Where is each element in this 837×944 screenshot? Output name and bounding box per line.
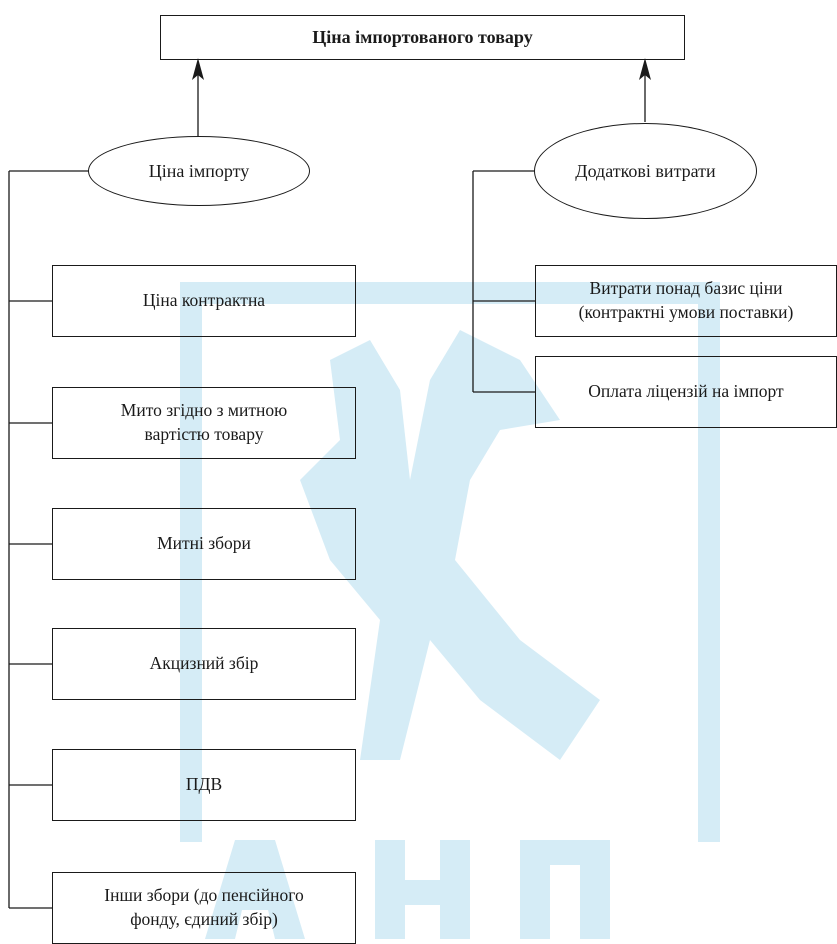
left-item-label: Інши збори (до пенсійного <box>104 885 304 906</box>
arrowhead-right <box>639 58 651 80</box>
watermark-frame-right <box>698 282 720 842</box>
root-label: Ціна імпортованого товару <box>312 27 533 48</box>
left-item-label: Акцизний збір <box>149 653 259 674</box>
right-item-box: Витрати понад базис ціни (контрактні умо… <box>535 265 837 337</box>
left-item-box: Мито згідно з митною вартістю товару <box>52 387 356 459</box>
right-item-label: (контрактні умови поставки) <box>578 302 794 322</box>
watermark-emblem <box>300 330 600 760</box>
left-item-label: ПДВ <box>185 774 223 795</box>
watermark-frame-left <box>180 282 202 842</box>
left-item-box: Митні збори <box>52 508 356 580</box>
root-box: Ціна імпортованого товару <box>160 15 685 60</box>
left-item-label: вартістю товару <box>144 424 264 444</box>
watermark-letters <box>205 840 610 939</box>
left-item-box: ПДВ <box>52 749 356 821</box>
left-group-oval: Ціна імпорту <box>88 136 310 206</box>
left-item-label: Митні збори <box>157 533 251 554</box>
left-group-label: Ціна імпорту <box>148 160 250 181</box>
left-item-box: Інши збори (до пенсійного фонду, єдиний … <box>52 872 356 944</box>
left-item-box: Ціна контрактна <box>52 265 356 337</box>
left-item-label: фонду, єдиний збір) <box>130 909 278 929</box>
right-group-label: Додаткові витрати <box>575 160 716 181</box>
right-item-label: Витрати понад базис ціни <box>589 278 783 299</box>
arrowhead-left <box>192 58 204 80</box>
left-item-box: Акцизний збір <box>52 628 356 700</box>
left-item-label: Ціна контрактна <box>142 290 266 311</box>
left-item-label: Мито згідно з митною <box>120 400 288 421</box>
right-group-oval: Додаткові витрати <box>534 123 757 219</box>
right-item-label: Оплата ліцензій на імпорт <box>588 381 784 402</box>
watermark-frame-top <box>180 282 720 304</box>
right-item-box: Оплата ліцензій на імпорт <box>535 356 837 428</box>
